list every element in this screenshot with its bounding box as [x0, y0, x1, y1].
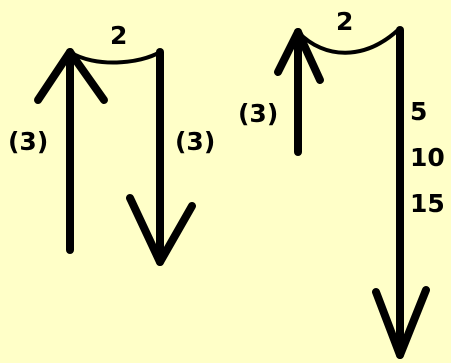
- right-up-arrow: [274, 28, 324, 156]
- right-top-label: 2: [336, 7, 353, 36]
- left-up-label: (3): [8, 127, 48, 156]
- left-top-label: 2: [110, 21, 127, 50]
- right-down-label-3: 15: [410, 189, 445, 218]
- right-down-arrow: [372, 26, 430, 359]
- right-up-label: (3): [238, 99, 278, 128]
- left-arrow-group: 2 (3) (3): [8, 21, 215, 266]
- left-down-arrow: [126, 48, 196, 266]
- left-down-arrowhead: [126, 194, 196, 266]
- right-arrow-group: 2 (3) 5 10 15: [238, 7, 445, 359]
- right-down-label-2: 10: [410, 143, 445, 172]
- left-down-label: (3): [175, 127, 215, 156]
- right-top-connector: [296, 28, 400, 55]
- right-down-arrowhead: [372, 286, 430, 359]
- left-top-connector: [68, 50, 162, 65]
- right-down-label-1: 5: [410, 97, 427, 126]
